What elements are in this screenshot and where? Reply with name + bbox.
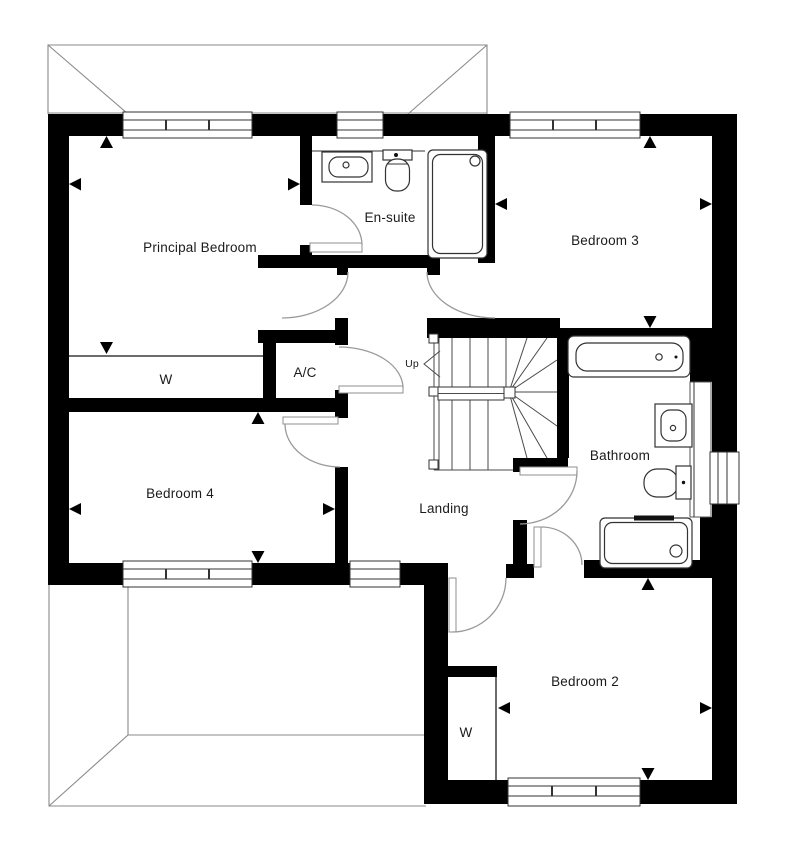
stairs-lower-treads [451, 400, 489, 470]
door-leaves [282, 242, 578, 633]
wall-bedroom4-right [335, 467, 348, 563]
dimension-arrows-principal-bedroom [69, 136, 300, 354]
ensuite-toilet-icon [382, 149, 413, 192]
bathroom-shower-icon [599, 515, 693, 569]
wall-stub-a [337, 268, 348, 275]
label-bathroom: Bathroom [590, 448, 650, 463]
window-bedroom3 [509, 111, 641, 139]
label-wardrobe-bedroom2: W [460, 725, 473, 740]
up-arrow-icon [423, 350, 441, 378]
dimension-arrows-bedroom4 [69, 412, 335, 563]
bathroom-lobby-door-leaf [533, 526, 542, 568]
stairs-hub-post [503, 386, 516, 399]
airing-cupboard-door-arc [338, 346, 404, 389]
bathroom-toilet-icon [643, 465, 692, 500]
window-principal-bedroom [122, 111, 253, 139]
wall-closet2-top [443, 666, 497, 677]
label-wardrobe-principal: W [160, 372, 173, 387]
bathroom-door-leaf [519, 466, 578, 476]
wall-ensuite-left-upper [300, 135, 312, 205]
stairs-upper-treads [451, 338, 507, 387]
wall-stub-b [427, 268, 440, 275]
stairs-newel-post [428, 333, 439, 344]
wall-ac-top [258, 330, 342, 343]
wall-lobby-stub [506, 564, 534, 578]
roof-outline-bottom-left [48, 585, 426, 807]
stairs-winders [508, 337, 558, 459]
bedroom4-door-leaf [282, 416, 339, 425]
label-bedroom4: Bedroom 4 [146, 486, 214, 501]
wall-storage-bottom [48, 398, 348, 412]
bathroom-door-arc [519, 470, 578, 525]
wall-bathdoor-lower [513, 520, 527, 572]
label-landing: Landing [419, 501, 468, 516]
roof-outlines [47, 44, 488, 807]
wall-right-lower [712, 502, 737, 804]
bedroom2-door-arc [451, 577, 507, 633]
wall-left [48, 114, 69, 585]
room-labels: Principal Bedroom En-suite Bedroom 3 Bed… [143, 210, 650, 740]
stairs-newel-post [428, 459, 439, 470]
principal-bedroom-door-arc [281, 271, 349, 319]
wall-bathroom-left [557, 330, 569, 458]
bathroom-fixtures [567, 335, 693, 569]
bath-icon [567, 335, 691, 378]
label-stairs-up: Up [405, 358, 419, 370]
label-bedroom2: Bedroom 2 [551, 674, 619, 689]
window-landing-small [349, 560, 401, 588]
stairs [423, 333, 558, 471]
window-bedroom4 [122, 560, 253, 588]
bedroom4-door-arc [284, 423, 341, 468]
stairs-newel-post [428, 386, 439, 397]
windows [122, 111, 740, 807]
label-ensuite: En-suite [364, 210, 415, 225]
bedroom3-door-arc [426, 271, 496, 319]
label-bedroom3: Bedroom 3 [571, 233, 639, 248]
wall-hall-top [258, 255, 440, 268]
bathroom-ledge [689, 381, 712, 518]
ensuite-shower-icon [427, 149, 488, 259]
dimension-arrows-bedroom2 [498, 578, 712, 780]
roof-outline-top [47, 44, 488, 115]
wall-ac-left [263, 330, 276, 398]
bathroom-lobby-door-arc [540, 526, 583, 566]
wall-divider-upper [335, 318, 348, 345]
label-principal-bedroom: Principal Bedroom [143, 240, 257, 255]
dimension-arrows-bedroom3 [495, 136, 712, 328]
thin-partitions [69, 150, 712, 780]
wall-right-upper [712, 114, 737, 456]
dimension-arrows [69, 136, 712, 780]
ensuite-sink-icon [321, 151, 373, 183]
wall-lower-left [424, 563, 448, 804]
ensuite-fixtures [321, 149, 488, 259]
window-bathroom [709, 451, 740, 505]
wall-bath-pier [690, 348, 712, 382]
ensuite-door-leaf [309, 242, 363, 253]
door-swings [281, 204, 583, 633]
stairs-outline [433, 338, 513, 471]
wall-stairs-top [427, 318, 560, 338]
wall-ledge-pier [700, 517, 712, 563]
label-airing-cupboard: A/C [293, 365, 316, 380]
bathroom-sink-icon [654, 403, 693, 448]
bedroom2-door-leaf [448, 577, 457, 633]
window-bedroom2 [507, 777, 641, 807]
airing-cupboard-door-leaf [338, 385, 404, 394]
window-ensuite [336, 111, 384, 139]
wall-divider-mid [335, 390, 348, 418]
ensuite-door-arc [311, 204, 363, 246]
